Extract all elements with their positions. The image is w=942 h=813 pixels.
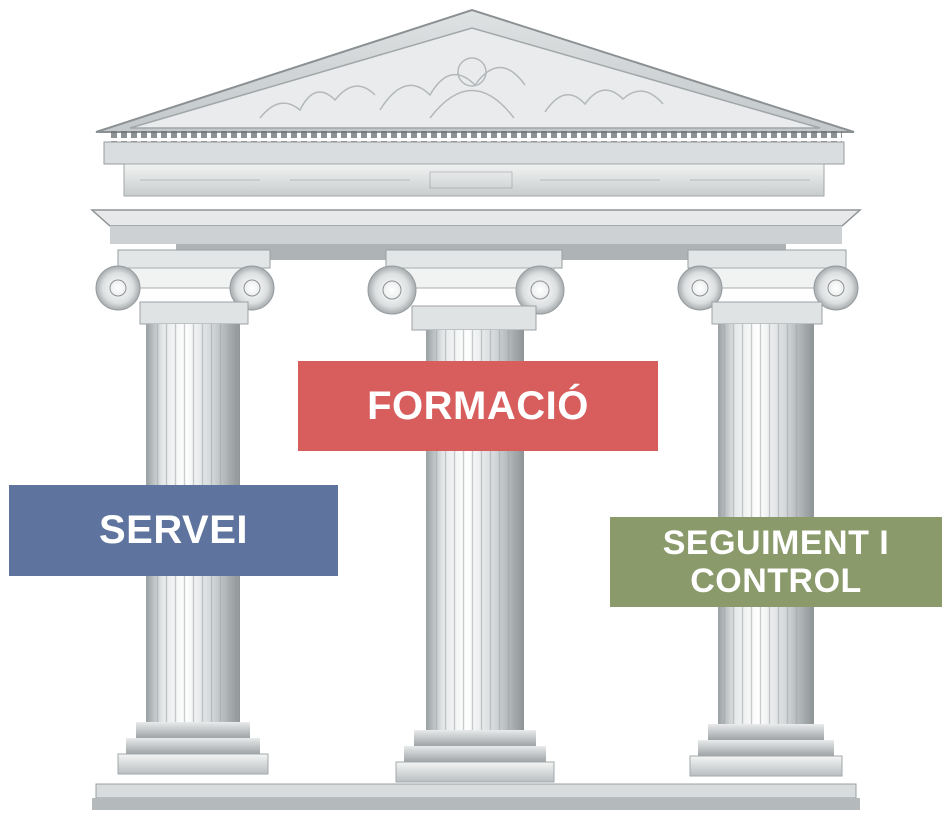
seguiment-label-line2: CONTROL [690,562,862,600]
formacio-label-box: FORMACIÓ [298,361,658,451]
column-center [367,249,565,783]
column-right [677,249,859,777]
entablature [90,141,862,260]
seguiment-label-line1: SEGUIMENT I [662,523,890,562]
stylobate [92,783,860,810]
formacio-label: FORMACIÓ [367,383,589,428]
seguiment-label: SEGUIMENT I CONTROL [663,524,890,600]
servei-label-box: SERVEI [9,485,338,576]
servei-label: SERVEI [99,508,248,553]
seguiment-label-box: SEGUIMENT I CONTROL [610,517,942,607]
pediment [95,8,855,142]
